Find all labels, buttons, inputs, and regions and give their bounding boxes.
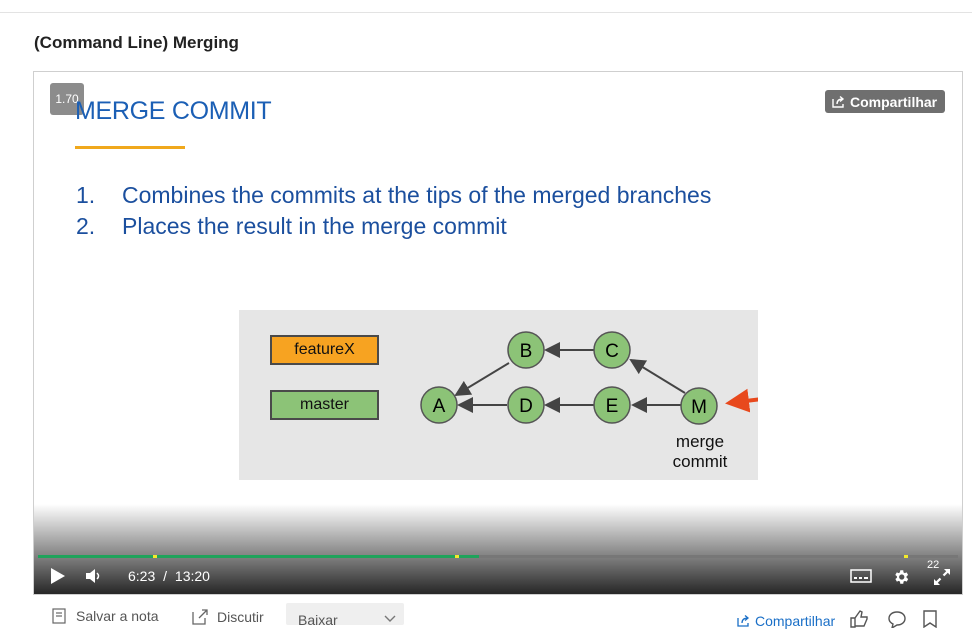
slide-bullets: 1. Combines the commits at the tips of t… [76, 180, 711, 242]
bullet-number: 2. [76, 213, 96, 239]
progress-note-marker[interactable] [153, 555, 157, 558]
discuss-button[interactable]: Discutir [191, 608, 264, 626]
lesson-title: (Command Line) Merging [34, 33, 239, 52]
bullet-text: Places the result in the merge commit [122, 213, 507, 239]
comment-icon[interactable] [887, 610, 907, 628]
current-time: 6:23 [128, 568, 156, 584]
merge-commit-caption: merge commit [665, 432, 735, 472]
share-overlay-label: Compartilhar [850, 93, 938, 110]
external-link-icon [192, 609, 208, 625]
play-icon [51, 568, 65, 584]
controls-backdrop [34, 504, 962, 594]
marker-count: 22 [927, 559, 940, 571]
share-icon [832, 95, 845, 108]
share-link[interactable]: Compartilhar [736, 613, 835, 629]
gear-icon [895, 570, 909, 584]
commit-label-b: B [520, 341, 533, 362]
bullet-number: 1. [76, 182, 96, 208]
volume-icon [86, 569, 100, 583]
progress-played [38, 555, 479, 558]
slide-title: MERGE COMMIT [75, 97, 272, 125]
merge-diagram: featureX master A B [239, 310, 758, 480]
fullscreen-icon [934, 569, 950, 585]
bullet-text: Combines the commits at the tips of the … [122, 182, 712, 208]
commit-node-e [593, 386, 631, 424]
discuss-label: Discutir [217, 609, 264, 625]
total-time: 13:20 [174, 568, 210, 584]
progress-note-marker[interactable] [455, 555, 459, 558]
merge-pointer-arrow [725, 388, 758, 413]
commit-node-m [680, 387, 718, 425]
chevron-down-icon [384, 615, 396, 622]
slide-bullet: 1. Combines the commits at the tips of t… [76, 180, 711, 211]
video-player[interactable]: 1.70 Compartilhar MERGE COMMIT 1. Combin… [33, 71, 963, 595]
playback-speed-badge[interactable]: 1.70 [50, 83, 84, 115]
commit-label-d: D [519, 396, 533, 417]
time-display: 6:23 / 13:20 [128, 568, 214, 584]
share-overlay-button[interactable]: Compartilhar [825, 90, 946, 113]
slide-title-underline [75, 146, 185, 149]
commit-node-a [420, 386, 458, 424]
legend-master: master [270, 390, 379, 420]
save-note-label: Salvar a nota [76, 608, 159, 624]
share-icon [737, 615, 750, 627]
commit-label-a: A [433, 396, 446, 417]
merge-caption-line: merge [675, 432, 725, 451]
commit-node-b [507, 331, 545, 369]
merge-caption-line: commit [672, 452, 728, 471]
commit-label-c: C [605, 341, 619, 362]
commit-graph: A B C D E M [420, 331, 758, 425]
play-button[interactable] [48, 566, 68, 586]
commit-label-e: E [606, 396, 619, 417]
settings-button[interactable] [890, 566, 912, 588]
edge-m-c [629, 358, 686, 394]
share-link-label: Compartilhar [755, 613, 836, 629]
edge-b-a [454, 362, 510, 397]
bookmark-icon[interactable] [922, 610, 938, 628]
volume-button[interactable] [84, 566, 104, 586]
time-separator: / [163, 568, 168, 584]
captions-icon [850, 569, 872, 583]
commit-node-c [593, 331, 631, 369]
progress-bar[interactable] [38, 555, 958, 558]
commit-label-m: M [691, 397, 707, 418]
download-label: Baixar [298, 612, 338, 628]
lecture-toolbar: Salvar a nota Discutir Baixar Compartilh… [0, 600, 972, 629]
fullscreen-button[interactable] [931, 566, 953, 588]
commit-node-d [507, 386, 545, 424]
progress-note-marker[interactable] [904, 555, 908, 558]
slide-bullet: 2. Places the result in the merge commit [76, 211, 711, 242]
captions-button[interactable] [849, 566, 873, 586]
thumbs-up-icon[interactable] [849, 610, 869, 628]
legend-featurex: featureX [270, 335, 379, 365]
top-divider [0, 12, 972, 13]
